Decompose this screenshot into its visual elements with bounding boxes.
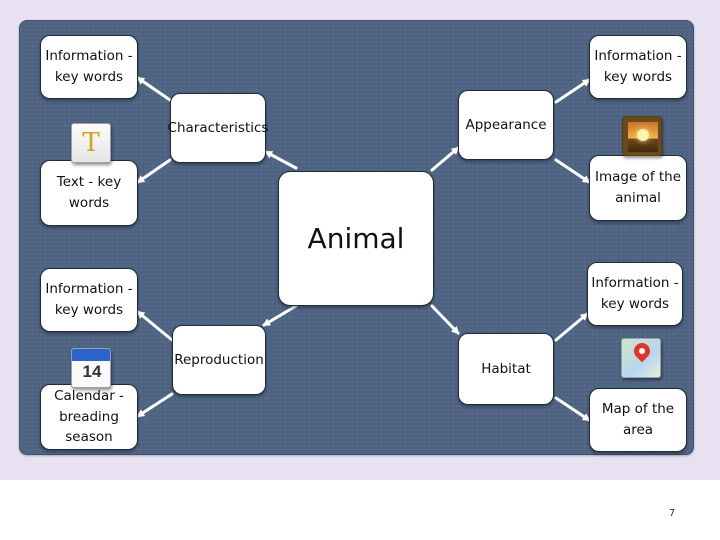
connector-center-characteristics — [264, 150, 298, 170]
connector-characteristics-text — [136, 158, 172, 184]
leaf-label: Calendar - breading season — [54, 387, 124, 446]
leaf-label: Map of the area — [601, 401, 675, 438]
branch-reproduction: Reproduction — [172, 325, 266, 395]
leaf-label: Information - key words — [591, 275, 679, 312]
branch-label: Habitat — [481, 360, 531, 377]
branch-label: Appearance — [465, 116, 547, 133]
connector-center-reproduction — [262, 304, 298, 327]
leaf-habitat-map: Map of the area — [589, 388, 687, 452]
leaf-appearance-info: Information - key words — [589, 35, 687, 99]
calendar-day: 14 — [82, 362, 102, 381]
connector-appearance-info — [554, 78, 591, 104]
leaf-label: Information - key words — [45, 281, 133, 318]
leaf-label: Text - key words — [56, 174, 122, 211]
branch-characteristics: Characteristics — [167, 93, 269, 163]
branch-label: Reproduction — [174, 351, 264, 368]
page-number: 7 — [668, 508, 676, 519]
leaf-appearance-image: Image of the animal — [589, 155, 687, 221]
connector-habitat-info — [554, 312, 589, 342]
connector-habitat-map — [554, 396, 591, 422]
connector-center-habitat — [430, 304, 460, 335]
center-node-animal: Animal — [278, 171, 434, 306]
connector-reproduction-info — [136, 310, 174, 342]
connector-center-appearance — [430, 146, 460, 172]
leaf-characteristics-info: Information - key words — [40, 35, 138, 99]
leaf-label: Information - key words — [45, 48, 133, 85]
connector-characteristics-info — [136, 76, 172, 102]
leaf-habitat-info: Information - key words — [587, 262, 683, 326]
leaf-reproduction-calendar: Calendar - breading season — [40, 384, 138, 450]
connector-appearance-image — [554, 158, 591, 184]
leaf-characteristics-text: Text - key words — [40, 160, 138, 226]
calendar-icon: 14 — [71, 348, 111, 388]
leaf-label: Image of the animal — [594, 169, 682, 206]
map-pin-icon — [621, 338, 661, 378]
leaf-reproduction-info: Information - key words — [40, 268, 138, 332]
center-label: Animal — [307, 221, 405, 255]
branch-habitat: Habitat — [458, 333, 554, 405]
connector-reproduction-calendar — [136, 392, 174, 418]
text-document-icon: T — [71, 123, 111, 163]
leaf-label: Information - key words — [594, 48, 682, 85]
photo-image-icon — [622, 116, 662, 156]
branch-appearance: Appearance — [458, 90, 554, 160]
branch-label: Characteristics — [167, 119, 269, 136]
